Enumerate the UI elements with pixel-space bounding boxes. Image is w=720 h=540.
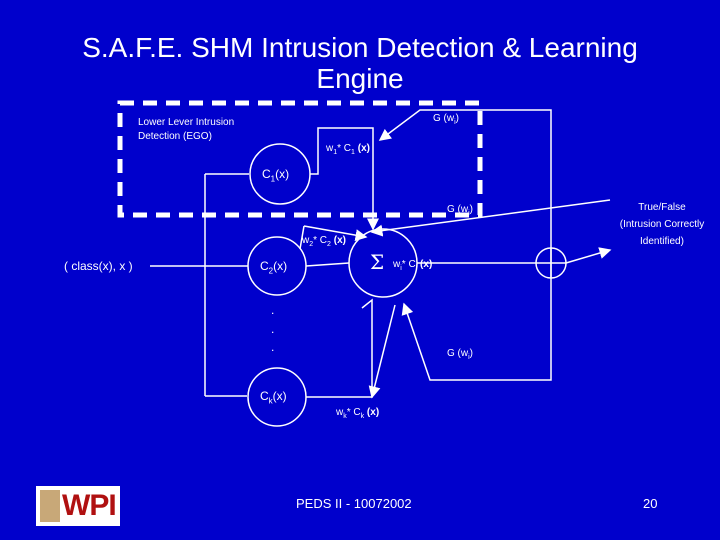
page-number: 20 xyxy=(643,496,658,511)
c2-to-branch xyxy=(299,225,305,250)
title-line-2: Engine xyxy=(316,63,404,94)
ck-arg: (x) xyxy=(272,389,287,403)
wpi-logo-text: WPI xyxy=(62,489,117,522)
weight-2-label: w2* C2 (x) xyxy=(302,234,346,252)
c1-letter: C xyxy=(262,167,271,181)
w1-term: w xyxy=(326,143,334,154)
c2-to-sum-line xyxy=(305,262,350,267)
w2-term: w xyxy=(302,235,310,246)
sum-arg: (x) xyxy=(420,259,433,270)
ellipsis-dot-2: . xyxy=(271,322,275,336)
w2-rest: * C xyxy=(313,235,328,246)
g-mid-label: G (wi) xyxy=(447,203,473,221)
weight-1-label: w1* C1 (x) xyxy=(326,142,370,160)
sum-term: w xyxy=(393,259,401,270)
g-bot-text: G (w xyxy=(447,348,469,359)
g-bot-sub: i xyxy=(468,354,470,361)
g-bot-close: ) xyxy=(469,348,474,359)
sum-sub: i xyxy=(400,265,402,272)
c2-letter: C xyxy=(260,259,269,273)
output-line-1: True/False xyxy=(638,202,686,213)
g-top-sub: i xyxy=(454,119,456,126)
feedback-mid-arrow xyxy=(370,199,611,237)
g-top-label: G (wi) xyxy=(433,112,459,130)
ellipsis-dot-1: . xyxy=(271,303,275,317)
feedback-top-line xyxy=(378,109,552,278)
c1-arg: (x) xyxy=(275,167,290,181)
c1-weight-arrow xyxy=(310,127,379,231)
c1-sub: 1 xyxy=(270,174,276,184)
wk-sub2: k xyxy=(360,413,365,420)
ellipsis-dot-3: . xyxy=(271,340,275,354)
sum-sub2: i xyxy=(415,265,418,272)
weight-k-label: wk* Ck (x) xyxy=(336,406,379,424)
wk-rest: * C xyxy=(346,407,361,418)
ck-letter: C xyxy=(260,389,269,403)
title-line-1: S.A.F.E. SHM Intrusion Detection & Learn… xyxy=(82,32,638,63)
ck-arrow-head-line xyxy=(368,304,396,399)
g-mid-sub: i xyxy=(468,210,470,217)
w1-rest: * C xyxy=(337,143,352,154)
output-line-2: (Intrusion Correctly xyxy=(619,219,705,230)
ego-label-line-2: Detection (EGO) xyxy=(138,131,212,142)
ego-label: Lower Lever Intrusion Detection (EGO) xyxy=(138,116,234,144)
wpi-seal-icon xyxy=(40,490,60,522)
output-label: True/False (Intrusion Correctly Identifi… xyxy=(606,201,718,249)
g-mid-close: ) xyxy=(469,204,474,215)
w2-arg: (x) xyxy=(333,235,346,246)
w1-arg: (x) xyxy=(357,143,370,154)
sigma-symbol: Σ xyxy=(370,250,385,274)
g-top-text: G (w xyxy=(433,113,455,124)
input-label: ( class(x), x ) xyxy=(64,259,133,273)
footer-center: PEDS II - 10072002 xyxy=(296,496,412,511)
ego-dashed-box xyxy=(117,100,483,218)
ck-sub: k xyxy=(268,396,273,406)
ck-weight-arrow xyxy=(306,298,373,398)
feedback-bottom-line xyxy=(401,278,552,381)
classifier-c2-label: C2(x) xyxy=(260,259,287,278)
g-bottom-label: G (wi) xyxy=(447,347,473,365)
output-line-3: Identified) xyxy=(640,236,684,247)
wk-sub: k xyxy=(343,413,347,420)
ego-label-line-1: Lower Lever Intrusion xyxy=(138,117,235,128)
sum-rest: * C xyxy=(401,259,416,270)
wpi-logo: WPI xyxy=(36,486,120,526)
w1-sub: 1 xyxy=(333,149,338,156)
sum-label: wi* Ci (x) xyxy=(393,258,432,276)
output-arrow xyxy=(565,247,612,264)
classifier-c1-label: C1(x) xyxy=(262,167,289,186)
w2-sub: 2 xyxy=(309,241,314,248)
wk-arg: (x) xyxy=(366,407,380,418)
classifier-ck-label: Ck(x) xyxy=(260,389,287,408)
w2-sub2: 2 xyxy=(327,241,331,248)
c2-weight-arrow xyxy=(303,225,368,242)
g-top-close: ) xyxy=(455,113,460,124)
wk-term: w xyxy=(336,407,344,418)
c2-arg: (x) xyxy=(273,259,288,273)
g-mid-text: G (w xyxy=(447,204,469,215)
c2-sub: 2 xyxy=(268,266,274,276)
w1-sub2: 1 xyxy=(351,149,355,156)
slide-title: S.A.F.E. SHM Intrusion Detection & Learn… xyxy=(40,32,680,94)
